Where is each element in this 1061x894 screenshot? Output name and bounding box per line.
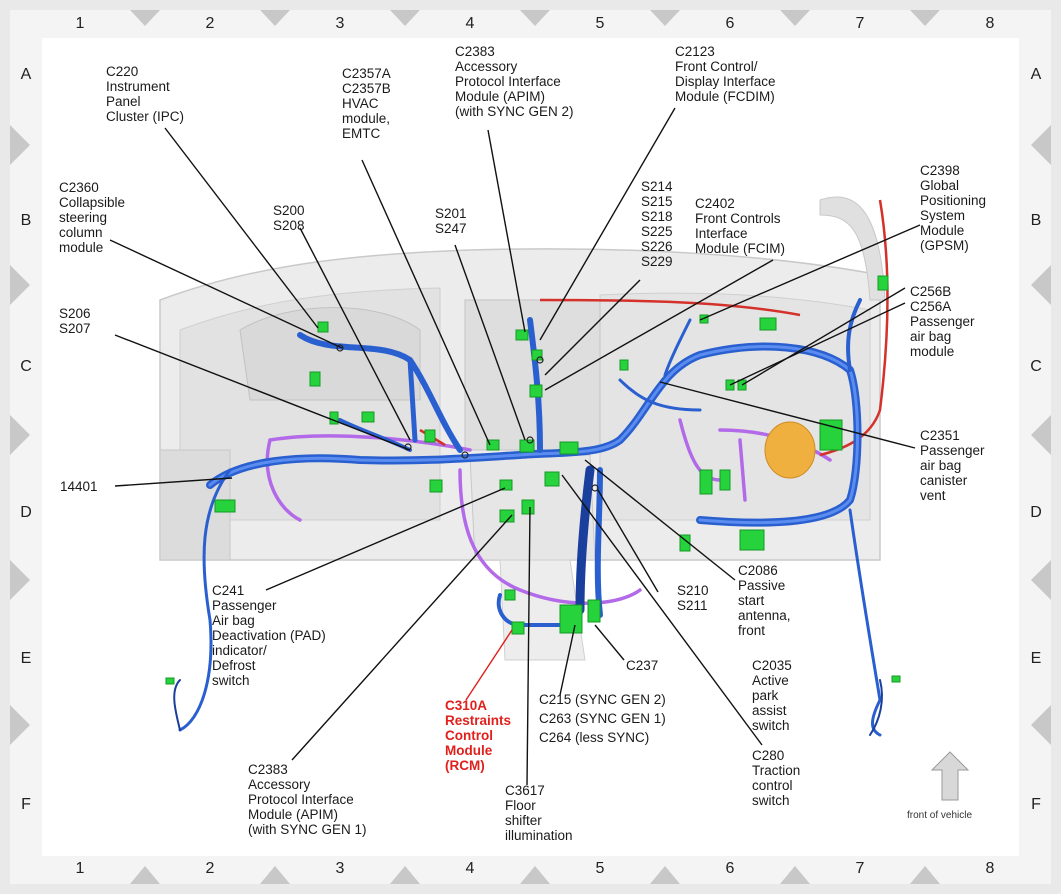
label-c2351-vent: C2351 Passenger air bag canister vent <box>920 428 985 503</box>
grid-marker-bottom <box>260 866 290 884</box>
airbag-module-shape <box>764 421 816 479</box>
grid-col-top: 7 <box>855 15 865 32</box>
grid-row-left: E <box>20 650 32 667</box>
grid-row-left: D <box>20 504 32 521</box>
label-s206-s207: S206 S207 <box>59 306 91 336</box>
grid-col-bottom: 8 <box>985 860 995 877</box>
main-harness <box>173 298 883 737</box>
grid-marker-left <box>10 560 30 600</box>
grid-marker-bottom <box>130 866 160 884</box>
grid-marker-top <box>650 10 680 26</box>
grid-marker-top <box>780 10 810 26</box>
grid-col-bottom: 7 <box>855 860 865 877</box>
grid-marker-right <box>1031 415 1051 455</box>
label-c2398-gpsm: C2398 Global Positioning System Module (… <box>920 163 987 253</box>
label-14401: 14401 <box>60 479 98 494</box>
grid-marker-right <box>1031 560 1051 600</box>
label-c2357-hvac: C2357A C2357B HVAC module, EMTC <box>342 66 391 141</box>
grid-marker-bottom <box>650 866 680 884</box>
left-grid-markers <box>10 125 30 745</box>
label-c2035-park-assist: C2035 Active park assist switch <box>752 658 792 733</box>
label-c2360-steering: C2360 Collapsible steering column module <box>59 180 126 255</box>
grid-row-right: D <box>1030 504 1042 521</box>
grid-marker-left <box>10 125 30 165</box>
label-c3617-shifter: C3617 Floor shifter illumination <box>505 783 573 843</box>
grid-marker-top <box>390 10 420 26</box>
label-c2086-antenna: C2086 Passive start antenna, front <box>738 563 791 638</box>
grid-row-left: C <box>20 358 32 375</box>
grid-marker-top <box>520 10 550 26</box>
label-c241-pad: C241 Passenger Air bag Deactivation (PAD… <box>212 583 326 688</box>
label-c310a-rcm: C310A Restraints Control Module (RCM) <box>445 698 512 773</box>
label-s200-s208: S200 S208 <box>273 203 305 233</box>
label-c256-airbag: C256B C256A Passenger air bag module <box>910 284 975 359</box>
label-s214-s229: S214 S215 S218 S225 S226 S229 <box>641 179 673 269</box>
grid-marker-right <box>1031 705 1051 745</box>
grid-col-top: 4 <box>465 15 475 32</box>
grid-marker-top <box>130 10 160 26</box>
grid-col-top: 1 <box>75 15 85 32</box>
grid-row-left: F <box>21 796 31 813</box>
label-s201-s247: S201 S247 <box>435 206 467 236</box>
leader-lines <box>109 107 921 786</box>
grid-marker-bottom <box>780 866 810 884</box>
grid-marker-left <box>10 705 30 745</box>
label-c220-ipc: C220 Instrument Panel Cluster (IPC) <box>106 64 185 124</box>
grid-marker-top <box>260 10 290 26</box>
grid-marker-left <box>10 415 30 455</box>
label-c2123-fcdim: C2123 Front Control/ Display Interface M… <box>675 44 776 104</box>
grid-row-right: A <box>1030 66 1042 83</box>
label-c215-sync: C215 (SYNC GEN 2) C263 (SYNC GEN 1) C264… <box>539 692 666 745</box>
grid-col-top: 6 <box>725 15 735 32</box>
label-c2383-apim-gen2: C2383 Accessory Protocol Interface Modul… <box>455 44 574 119</box>
connectors <box>165 275 901 685</box>
grid-col-top: 3 <box>335 15 345 32</box>
label-c237: C237 <box>626 658 659 673</box>
grid-col-bottom: 4 <box>465 860 475 877</box>
grid-row-right: F <box>1031 796 1041 813</box>
label-c2402-fcim: C2402 Front Controls Interface Module (F… <box>695 196 786 256</box>
grid-row-left: A <box>20 66 32 83</box>
grid-col-bottom: 2 <box>205 860 215 877</box>
grid-marker-top <box>910 10 940 26</box>
grid-col-bottom: 6 <box>725 860 735 877</box>
label-s210-s211: S210 S211 <box>677 583 709 613</box>
top-grid-markers <box>130 10 940 26</box>
grid-row-right: B <box>1030 212 1042 229</box>
label-c2383-apim-gen1: C2383 Accessory Protocol Interface Modul… <box>248 762 367 837</box>
front-of-vehicle-label: front of vehicle <box>907 810 973 821</box>
grid-col-bottom: 1 <box>75 860 85 877</box>
grid-marker-right <box>1031 265 1051 305</box>
grid-marker-bottom <box>520 866 550 884</box>
grid-row-left: B <box>20 212 32 229</box>
front-arrow-icon <box>930 751 970 801</box>
grid-col-bottom: 3 <box>335 860 345 877</box>
grid-marker-bottom <box>910 866 940 884</box>
label-c280-traction: C280 Traction control switch <box>752 748 801 808</box>
right-grid-markers <box>1031 125 1051 745</box>
grid-row-right: C <box>1030 358 1042 375</box>
grid-marker-bottom <box>390 866 420 884</box>
rcm-leader-line <box>465 629 513 701</box>
grid-marker-left <box>10 265 30 305</box>
bottom-grid-markers <box>130 866 940 884</box>
grid-row-right: E <box>1030 650 1042 667</box>
grid-col-top: 8 <box>985 15 995 32</box>
grid-col-top: 2 <box>205 15 215 32</box>
grid-col-bottom: 5 <box>595 860 605 877</box>
splice-markers <box>336 344 599 492</box>
grid-col-top: 5 <box>595 15 605 32</box>
grid-marker-right <box>1031 125 1051 165</box>
